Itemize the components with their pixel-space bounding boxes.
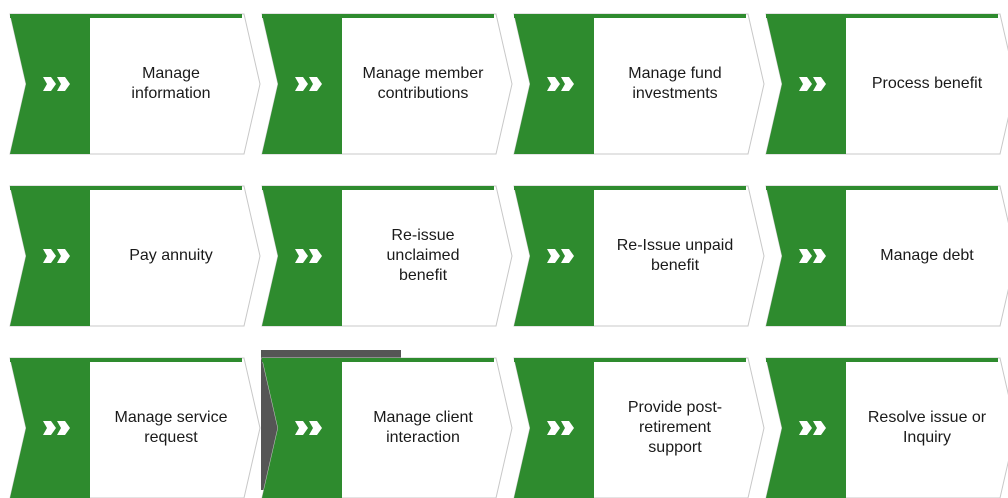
double-chevron-icon: [547, 421, 574, 435]
process-chevron-shape: [261, 357, 513, 498]
process-chevron-shape: [513, 13, 765, 155]
process-step[interactable]: Re-issue unclaimed benefit: [261, 185, 513, 327]
double-chevron-icon: [295, 77, 322, 91]
process-step-label: Process benefit: [871, 75, 983, 92]
double-chevron-icon: [295, 421, 322, 435]
double-chevron-icon: [295, 249, 322, 263]
process-step-label: Manage service request: [114, 409, 228, 446]
process-step-label: Re-issue unclaimed benefit: [386, 227, 460, 284]
process-step-label: Manage client interaction: [373, 409, 473, 446]
process-step-label: Manage debt: [880, 247, 974, 264]
double-chevron-icon: [43, 77, 70, 91]
process-chevron-shape: [9, 185, 261, 327]
process-step-label: Re-Issue unpaid benefit: [616, 237, 734, 274]
process-chevron-shape: [9, 357, 261, 498]
process-chevron-shape: [765, 13, 1008, 155]
process-chevron-shape: [261, 13, 513, 155]
double-chevron-icon: [799, 77, 826, 91]
process-step[interactable]: Provide post- retirement support: [513, 357, 765, 498]
process-step-label: Pay annuity: [129, 247, 213, 264]
process-chevron-shape: [765, 357, 1008, 498]
process-chevron-shape: [513, 357, 765, 498]
process-step[interactable]: Re-Issue unpaid benefit: [513, 185, 765, 327]
process-chevron-shape: [9, 13, 261, 155]
process-step[interactable]: Manage fund investments: [513, 13, 765, 155]
double-chevron-icon: [43, 421, 70, 435]
process-chevron-shape: [261, 185, 513, 327]
process-step[interactable]: Manage service request: [9, 350, 401, 498]
process-step[interactable]: Manage information: [9, 13, 261, 155]
process-step[interactable]: Manage member contributions: [261, 13, 513, 155]
process-step[interactable]: Manage client interaction: [261, 357, 513, 498]
process-step[interactable]: Manage debt: [765, 185, 1008, 327]
value-chain-diagram: Manage information Manage member contribu…: [9, 13, 1008, 498]
process-chevron-shape: [513, 185, 765, 327]
double-chevron-icon: [547, 77, 574, 91]
process-step-label: Manage member contributions: [362, 65, 484, 102]
double-chevron-icon: [799, 249, 826, 263]
process-step-label: Manage information: [131, 65, 211, 102]
double-chevron-icon: [799, 421, 826, 435]
process-chevron-shape: [765, 185, 1008, 327]
process-step[interactable]: Resolve issue or Inquiry: [765, 357, 1008, 498]
process-step-label: Provide post- retirement support: [627, 399, 723, 456]
process-step-label: Resolve issue or Inquiry: [867, 409, 987, 446]
double-chevron-icon: [43, 249, 70, 263]
process-step[interactable]: Pay annuity: [9, 185, 261, 327]
double-chevron-icon: [547, 249, 574, 263]
process-step[interactable]: Process benefit: [765, 13, 1008, 155]
process-step-label: Manage fund investments: [628, 65, 722, 102]
